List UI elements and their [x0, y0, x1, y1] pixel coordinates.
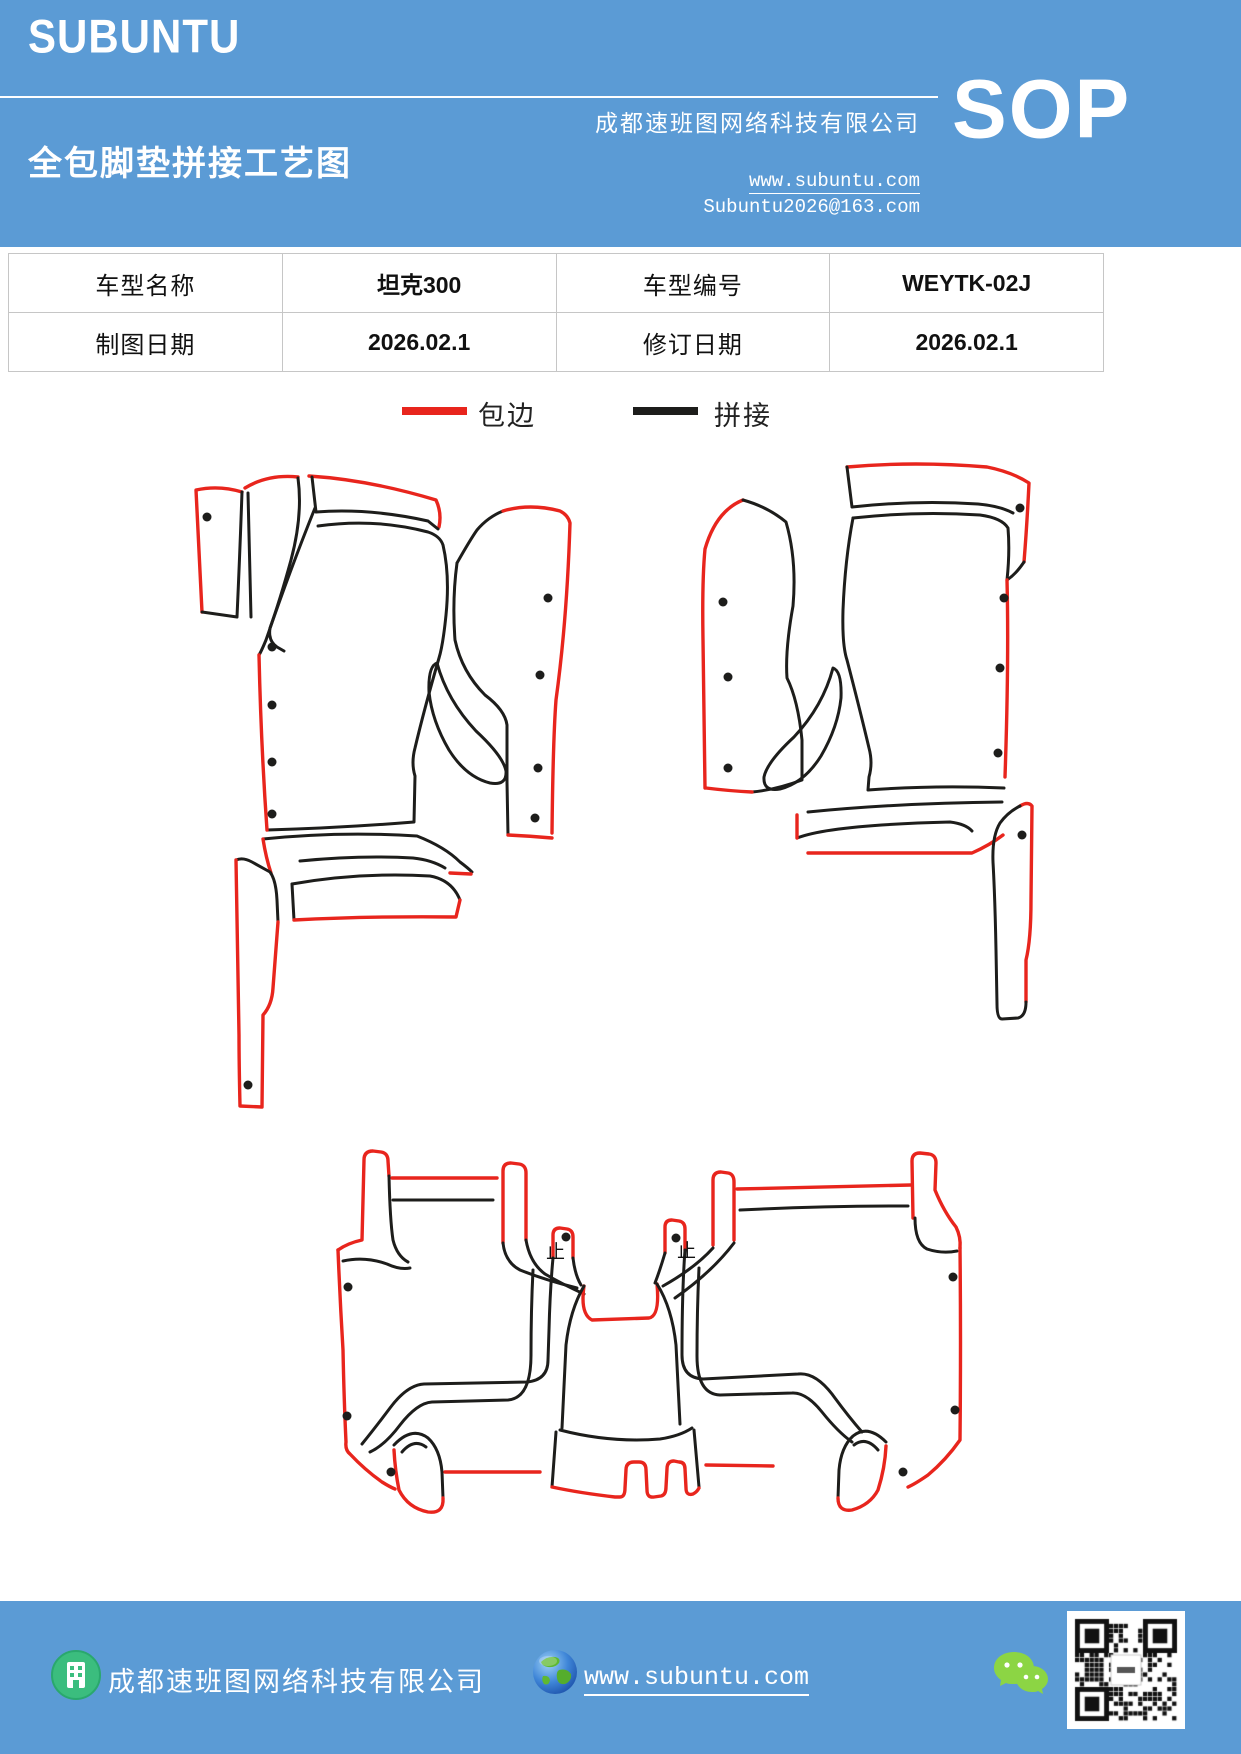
brand-logo: SUBUNTU	[28, 10, 241, 63]
model-code-value: WEYTK-02J	[829, 253, 1104, 313]
draw-date-value: 2026.02.1	[281, 312, 557, 372]
legend-binding-label: 包边	[478, 401, 536, 431]
table-row: 制图日期 2026.02.1 修订日期 2026.02.1	[8, 312, 1104, 372]
seam-stop-note-right: 止	[677, 1240, 696, 1262]
wechat-icon	[994, 1652, 1048, 1694]
table-row: 车型名称 坦克300 车型编号 WEYTK-02J	[8, 253, 1104, 313]
footer-website-link[interactable]: www.subuntu.com	[584, 1663, 810, 1696]
legend-splice-label: 拼接	[714, 401, 772, 431]
header-website-link[interactable]: www.subuntu.com	[748, 170, 920, 194]
revise-date-label: 修订日期	[555, 312, 831, 372]
header-divider-line	[0, 96, 938, 98]
vehicle-info-table: 车型名称 坦克300 车型编号 WEYTK-02J 制图日期 2026.02.1…	[8, 253, 1104, 372]
front-right-mat-drawing	[701, 462, 1034, 1021]
sop-badge: SOP	[952, 63, 1132, 156]
header-company-name: 成都速班图网络科技有限公司	[595, 111, 920, 136]
model-name-value: 坦克300	[281, 253, 557, 313]
building-icon	[51, 1650, 101, 1700]
fastener-dots	[202, 503, 1027, 1477]
draw-date-label: 制图日期	[8, 312, 283, 372]
qr-code	[1067, 1611, 1185, 1729]
globe-icon	[533, 1650, 577, 1694]
header-email: Subuntu2026@163.com	[703, 196, 920, 218]
footer-company-name: 成都速班图网络科技有限公司	[108, 1667, 485, 1697]
revise-date-value: 2026.02.1	[829, 312, 1104, 372]
model-code-label: 车型编号	[555, 253, 831, 313]
header-bar: SUBUNTU 全包脚垫拼接工艺图 成都速班图网络科技有限公司 www.subu…	[0, 0, 1241, 247]
page-title: 全包脚垫拼接工艺图	[28, 146, 352, 183]
seam-stop-note-left: 止	[546, 1241, 565, 1263]
front-left-mat-drawing	[194, 474, 572, 1109]
legend-splice-swatch	[633, 407, 698, 415]
rear-mat-drawing: 止 止	[336, 1149, 963, 1514]
model-name-label: 车型名称	[8, 253, 283, 313]
legend-binding-swatch	[402, 407, 467, 415]
